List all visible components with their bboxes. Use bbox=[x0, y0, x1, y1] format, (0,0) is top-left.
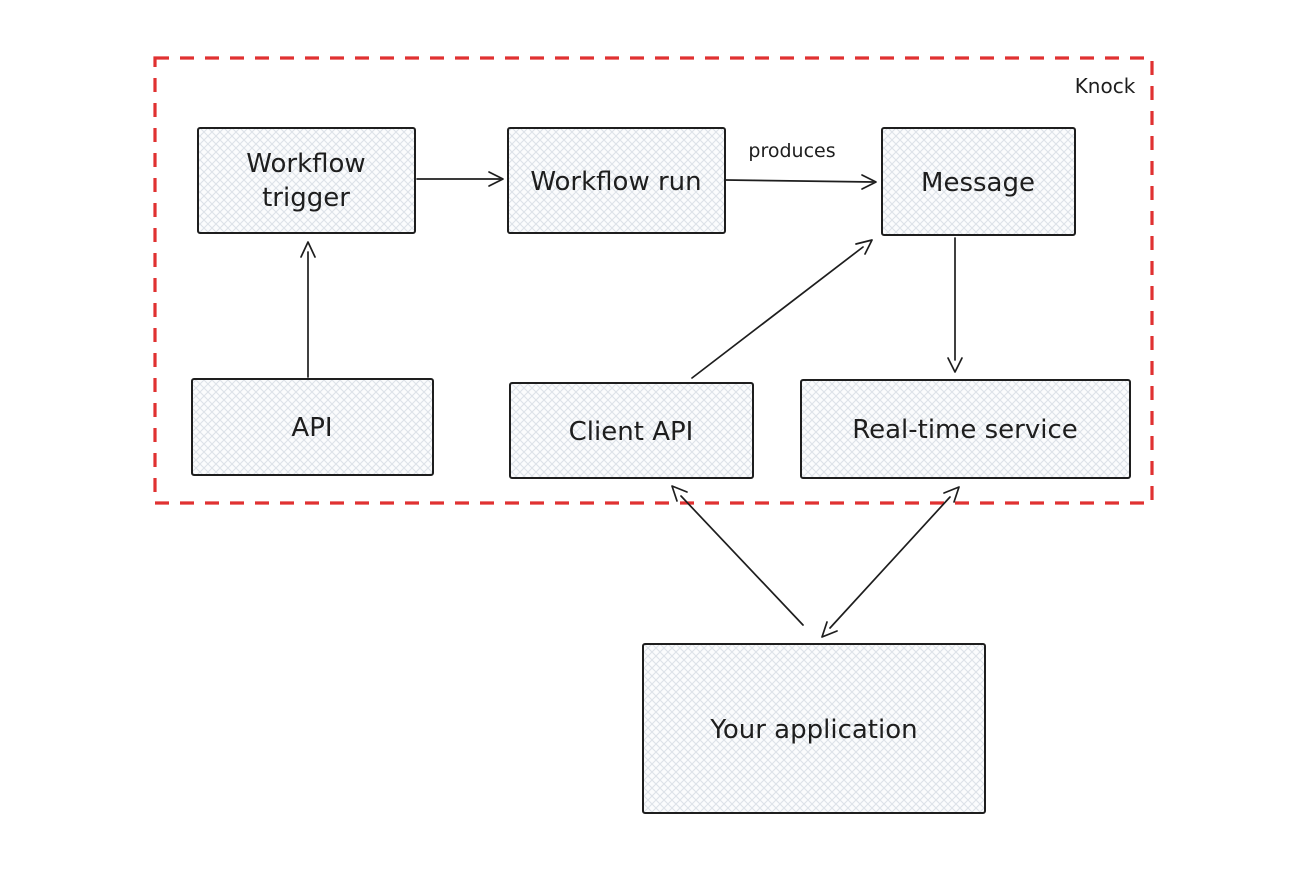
edge-line bbox=[680, 495, 804, 626]
edge-app-to-client-api bbox=[671, 485, 804, 626]
node-your-application-box bbox=[642, 643, 986, 814]
node-workflow-run: Workflow run bbox=[507, 127, 726, 234]
edge-line bbox=[691, 246, 864, 379]
knock-boundary-rect bbox=[153, 56, 1154, 505]
nodes: Workflow trigger Workflow run Message AP… bbox=[191, 127, 1131, 814]
edge-arrowhead bbox=[821, 621, 838, 638]
knock-label: Knock bbox=[1075, 74, 1136, 98]
node-your-application: Your application bbox=[642, 643, 986, 814]
node-client-api-box bbox=[509, 382, 754, 479]
node-realtime-service-box bbox=[800, 379, 1131, 479]
edges: produces bbox=[300, 140, 963, 638]
knock-boundary: Knock bbox=[153, 56, 1154, 505]
edge-arrowhead bbox=[300, 241, 316, 258]
node-api-box bbox=[191, 378, 434, 476]
edge-arrowhead bbox=[855, 239, 873, 255]
node-api-label: API bbox=[291, 413, 332, 443]
node-workflow-trigger: Workflow trigger bbox=[197, 127, 416, 234]
node-workflow-trigger-label-line1: Workflow bbox=[246, 149, 365, 179]
edge-trigger-to-run bbox=[416, 171, 504, 187]
node-workflow-run-box bbox=[507, 127, 726, 234]
edge-label-produces: produces bbox=[748, 140, 835, 162]
edge-run-to-message: produces bbox=[725, 140, 877, 190]
node-message-label: Message bbox=[921, 168, 1035, 198]
node-your-application-label: Your application bbox=[709, 715, 917, 745]
node-workflow-run-label: Workflow run bbox=[530, 167, 701, 197]
node-realtime-service: Real-time service bbox=[800, 379, 1131, 479]
edge-app-and-realtime bbox=[821, 486, 960, 638]
node-client-api: Client API bbox=[509, 382, 754, 479]
edge-arrowhead bbox=[943, 486, 960, 503]
node-workflow-trigger-box bbox=[197, 127, 416, 234]
node-message: Message bbox=[881, 127, 1076, 236]
edge-api-to-trigger bbox=[300, 241, 316, 378]
edge-client-api-to-message bbox=[691, 239, 873, 379]
node-message-box bbox=[881, 127, 1076, 236]
edge-arrowhead bbox=[671, 485, 688, 502]
edge-line bbox=[829, 496, 951, 629]
edge-arrowhead bbox=[488, 171, 504, 187]
edge-arrowhead bbox=[861, 174, 877, 190]
node-workflow-trigger-label-line2: trigger bbox=[262, 183, 350, 213]
node-client-api-label: Client API bbox=[569, 417, 694, 447]
node-api: API bbox=[191, 378, 434, 476]
edge-arrowhead bbox=[947, 357, 963, 373]
edge-message-to-realtime bbox=[947, 237, 963, 373]
edge-line bbox=[725, 179, 874, 183]
node-realtime-service-label: Real-time service bbox=[852, 415, 1078, 445]
